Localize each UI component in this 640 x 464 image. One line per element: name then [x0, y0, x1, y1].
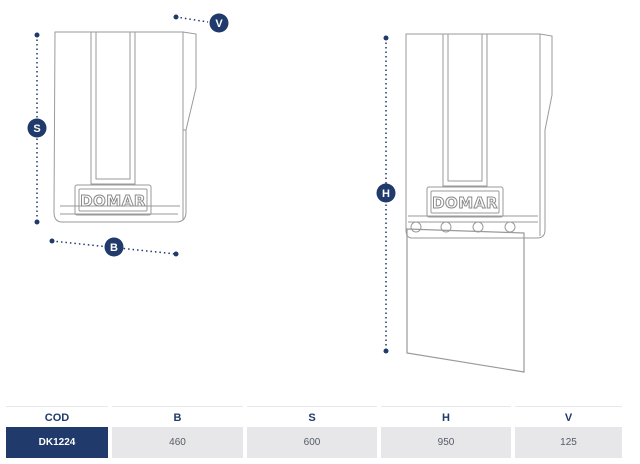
- header-h: H: [381, 406, 511, 426]
- dimension-v: [173, 13, 229, 33]
- dimension-b: [49, 237, 179, 257]
- header-cod: COD: [6, 406, 108, 426]
- logo-text: DOMAR: [80, 192, 146, 210]
- rubber-flap: [406, 228, 525, 373]
- dimension-s: [27, 32, 47, 225]
- cell-v: 125: [515, 427, 622, 458]
- center-window-outer-2: [442, 33, 488, 187]
- logo-plate: [74, 184, 152, 216]
- dimension-h: [376, 35, 396, 354]
- cell-h: 950: [381, 427, 511, 458]
- unit-with-flap-view: [405, 33, 553, 373]
- dimension-v-label: V: [215, 18, 223, 30]
- cell-s: 600: [247, 427, 377, 458]
- unit-front-view: [53, 31, 197, 223]
- center-window-inner-2: [447, 33, 483, 182]
- flap-bolt-2: [440, 221, 452, 233]
- logo-text-2: DOMAR: [432, 194, 498, 212]
- dimension-b-label: B: [110, 242, 118, 254]
- flap-bolt-1: [410, 221, 422, 233]
- dimension-h-label: H: [382, 188, 390, 200]
- flap-bolt-3: [472, 221, 484, 233]
- logo-plate-2: [426, 186, 504, 218]
- center-window-inner: [95, 31, 131, 180]
- header-b: B: [112, 406, 243, 426]
- flap-bolt-4: [504, 221, 516, 233]
- cell-code: DK1224: [6, 427, 108, 458]
- cell-b: 460: [112, 427, 243, 458]
- product-diagram: DOMAR S B V DOMAR: [27, 13, 553, 373]
- center-window-outer: [90, 31, 136, 185]
- table-header-row: COD B S H V: [0, 406, 640, 426]
- unit-body-outline: [53, 31, 197, 223]
- header-s: S: [247, 406, 377, 426]
- table-row: DK1224 460 600 950 125: [0, 427, 640, 458]
- header-v: V: [515, 406, 622, 426]
- dimension-s-label: S: [33, 123, 40, 135]
